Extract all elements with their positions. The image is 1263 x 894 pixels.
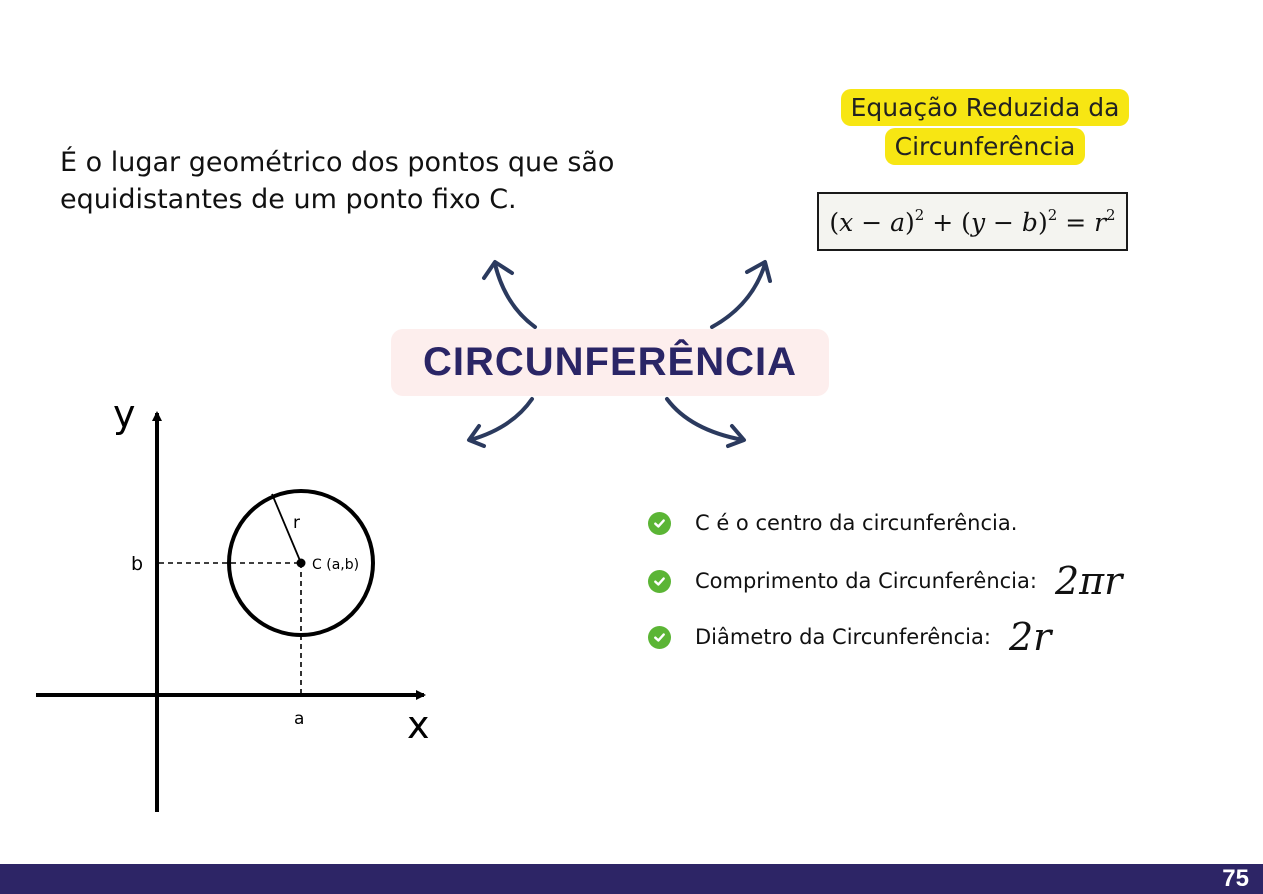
arrow-to-definition — [482, 260, 537, 329]
page-number: 75 — [1222, 865, 1249, 892]
check-icon — [648, 511, 671, 535]
definition-text: É o lugar geométrico dos pontos que são … — [60, 147, 615, 215]
equation-formula-box: (x − a)2 + (y − b)2 = r2 — [817, 192, 1128, 251]
check-icon — [648, 625, 671, 649]
y-axis-label: y — [113, 392, 136, 436]
property-length-formula: 2πr — [1054, 559, 1123, 603]
x-axis-label: x — [407, 703, 430, 747]
property-diameter-formula: 2r — [1008, 615, 1052, 659]
central-title: CIRCUNFERÊNCIA — [391, 329, 829, 396]
property-diameter: Diâmetro da Circunferência: 2r — [648, 615, 1052, 659]
property-length-text: Comprimento da Circunferência: — [695, 569, 1037, 593]
center-point — [296, 558, 306, 568]
radius-label: r — [293, 513, 300, 533]
property-center-text: C é o centro da circunferência. — [695, 511, 1018, 535]
property-center: C é o centro da circunferência. — [648, 503, 1017, 543]
coordinate-graph: y x C (a,b) r b a — [36, 392, 430, 812]
a-label: a — [294, 709, 304, 729]
footer-bar: 75 — [0, 864, 1263, 894]
arrow-to-properties — [665, 397, 746, 448]
center-label: C (a,b) — [312, 557, 359, 573]
property-diameter-text: Diâmetro da Circunferência: — [695, 625, 991, 649]
check-icon — [648, 569, 671, 593]
property-length: Comprimento da Circunferência: 2πr — [648, 559, 1123, 603]
radius-line — [271, 493, 302, 564]
arrow-to-graph — [467, 397, 534, 448]
equation-title: Equação Reduzida da Circunferência — [822, 88, 1148, 166]
mindmap-arrows — [467, 260, 772, 448]
b-label: b — [131, 553, 143, 575]
equation-formula: (x − a)2 + (y − b)2 = r2 — [829, 206, 1116, 237]
arrow-to-equation — [710, 260, 772, 329]
equation-title-highlight: Equação Reduzida da Circunferência — [840, 89, 1130, 165]
